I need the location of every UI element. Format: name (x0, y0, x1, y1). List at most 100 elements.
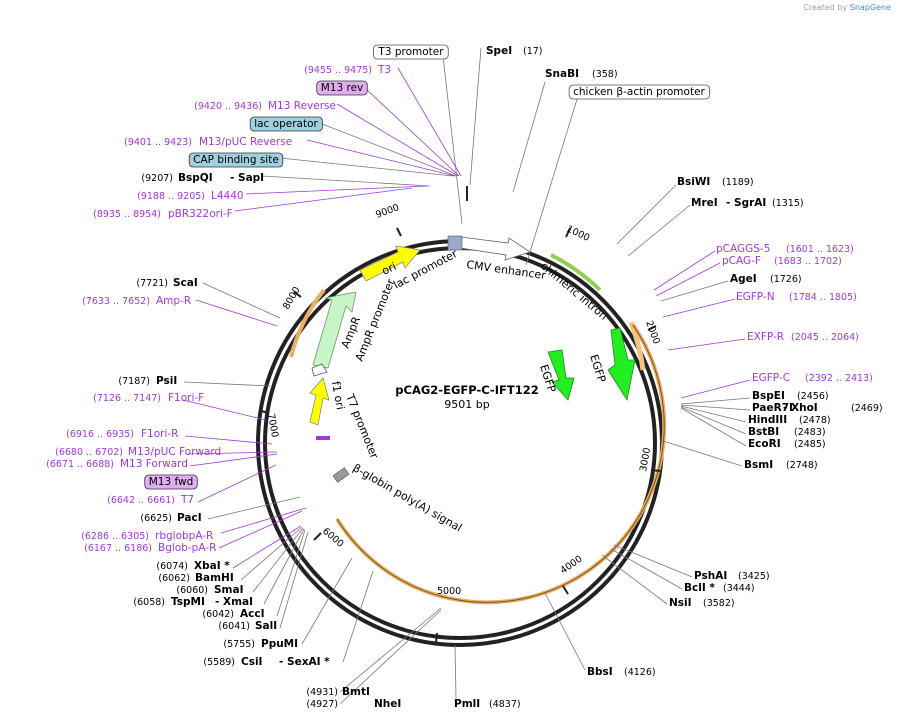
site-position: (3425) (738, 571, 770, 582)
credit: Created by SnapGene (803, 3, 891, 12)
feature-box-label: M13 rev (321, 82, 364, 94)
leader-line (306, 139, 456, 177)
f1-ori-arrow (309, 377, 330, 426)
leader-line (189, 453, 278, 467)
leader-line (662, 298, 736, 318)
leader-line (680, 407, 747, 447)
backbone-outer (256, 239, 664, 647)
tick-mark (293, 291, 302, 298)
primer-name: M13 Reverse (268, 100, 336, 112)
enzyme-name: ScaI (173, 277, 198, 289)
leader-line (680, 405, 747, 423)
enzyme-name: MreI (691, 197, 718, 209)
site-position: (2045 .. 2064) (791, 332, 859, 343)
site-position: (9401 .. 9423) (124, 137, 192, 148)
orf-arc-ampr (289, 288, 326, 358)
site-position: (1683 .. 1702) (774, 256, 842, 267)
leader-line (207, 496, 301, 520)
primer-name: Bglob-pA-R (158, 542, 216, 554)
leader-line (182, 399, 267, 421)
site-position: (8935 .. 8954) (93, 209, 161, 220)
site-position: (1189) (722, 177, 754, 188)
feature-box (188, 152, 284, 168)
leader-line (442, 55, 463, 225)
leader-line (454, 644, 457, 699)
ampr-promoter-arrow (311, 363, 328, 377)
tick-mark (647, 325, 657, 331)
enzyme-name: SnaBI (545, 68, 579, 80)
feature-box (568, 84, 710, 100)
site-position: (9207) (141, 173, 173, 184)
leader-line (336, 103, 459, 177)
site-position: (2485) (794, 439, 826, 450)
enzyme-name: SpeI (486, 45, 512, 57)
feature-box (373, 44, 449, 60)
orf-arc-chimeric (550, 253, 602, 292)
leader-line (667, 338, 746, 351)
leader-line (279, 157, 454, 177)
feature-arrows (309, 235, 636, 483)
site-position: (2483) (794, 427, 826, 438)
leader-line (610, 548, 683, 590)
site-position: (2392 .. 2413) (805, 373, 873, 384)
leader-line (680, 397, 751, 405)
primer-name: Amp-R (156, 295, 191, 307)
leader-line (397, 67, 462, 177)
site-position: (9420 .. 9436) (194, 101, 262, 112)
enzyme-name: HindIII (748, 414, 787, 426)
leader-line (653, 250, 716, 291)
enzyme-name: EcoRI (748, 438, 781, 450)
leader-line (512, 81, 546, 193)
site-position: (2478) (799, 415, 831, 426)
site-position: (1315) (772, 198, 804, 209)
site-position: (6671 .. 6688) (46, 459, 114, 470)
primer-name: L4440 (211, 190, 244, 202)
egfp-inner-arrow (547, 349, 575, 401)
enzyme-name: PacI (177, 512, 202, 524)
site-position: (5755) (223, 639, 255, 650)
orf-arc-egfp (628, 321, 646, 371)
enzyme-name: - SapI (230, 172, 264, 184)
feature-box-label: chicken β-actin promoter (573, 86, 705, 98)
site-position: (6642 .. 6661) (107, 495, 175, 506)
site-position: (2748) (786, 460, 818, 471)
enzyme-name: BstBI (748, 426, 779, 438)
feature-label-egfp-outer: EGFP (587, 353, 608, 384)
leader-line (680, 406, 747, 435)
enzyme-name: BamHI (195, 572, 234, 584)
site-position: (7721) (136, 278, 168, 289)
leader-line (263, 528, 305, 605)
leader-line (195, 299, 278, 327)
leader-line (240, 526, 303, 581)
enzyme-name: - SgrAI (726, 197, 766, 209)
feature-box (316, 80, 368, 96)
enzyme-name: BspQI (178, 172, 213, 184)
leader-line (364, 87, 460, 177)
leader-line (279, 531, 309, 629)
leader-line (342, 570, 374, 663)
site-position: (2456) (797, 391, 829, 402)
site-position: (6625) (140, 513, 172, 524)
leader-line (183, 381, 271, 387)
primer-name: pCAG-F (722, 255, 761, 267)
leader-line (232, 525, 302, 569)
site-position: (3444) (723, 583, 755, 594)
site-position: (3582) (703, 598, 735, 609)
leader-line (316, 121, 457, 177)
primer-name: rbglobpA-R (155, 530, 213, 542)
leader-line (627, 204, 691, 257)
feature-box (144, 474, 198, 490)
enzyme-name: - XhoI (783, 402, 818, 414)
feature-label-bglobin-polya: β-globin poly(A) signal (351, 461, 465, 534)
enzyme-name: PshAI (694, 570, 727, 582)
tick-label: 7000 (265, 413, 280, 439)
leader-line (655, 262, 721, 297)
leader-line (234, 187, 413, 212)
primer-name: F1ori-F (168, 392, 204, 404)
tick-mark (260, 410, 270, 414)
leader-line (525, 95, 579, 266)
leader-line (245, 185, 428, 195)
site-position: (7633 .. 7652) (82, 296, 150, 307)
